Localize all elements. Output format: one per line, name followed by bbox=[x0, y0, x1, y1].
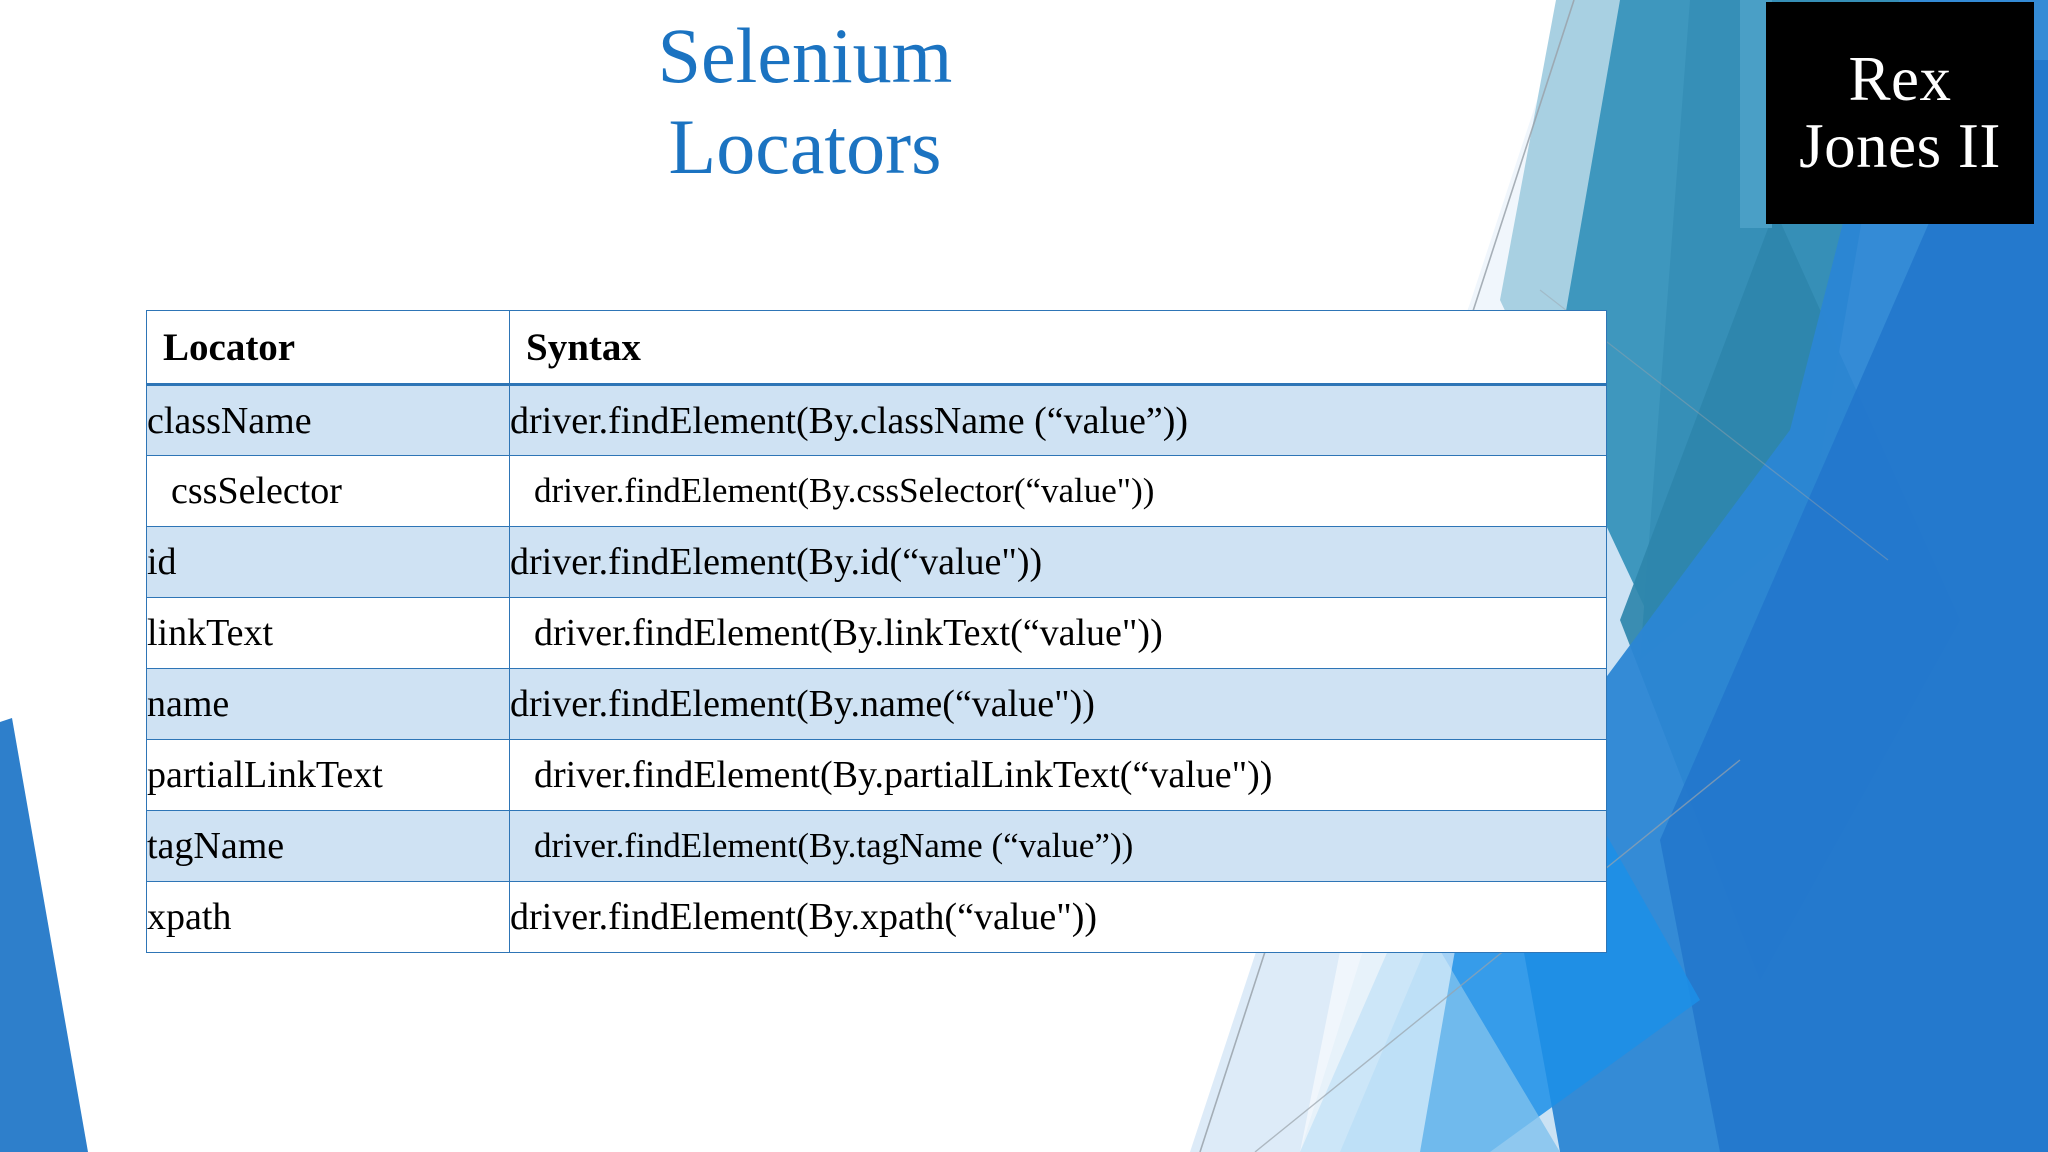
cell-syntax: driver.findElement(By.tagName (“value”)) bbox=[509, 810, 1607, 882]
cell-syntax: driver.findElement(By.name(“value")) bbox=[509, 668, 1607, 740]
cell-syntax: driver.findElement(By.partialLinkText(“v… bbox=[509, 739, 1607, 811]
table-row: name driver.findElement(By.name(“value")… bbox=[146, 668, 1607, 740]
table-row: partialLinkText driver.findElement(By.pa… bbox=[146, 739, 1607, 811]
table-row: linkText driver.findElement(By.linkText(… bbox=[146, 597, 1607, 669]
table-row: className driver.findElement(By.classNam… bbox=[146, 384, 1607, 456]
table-row: id driver.findElement(By.id(“value")) bbox=[146, 526, 1607, 598]
brand-logo: Rex Jones II bbox=[1766, 2, 2034, 224]
cell-locator: tagName bbox=[146, 810, 510, 882]
column-header-syntax: Syntax bbox=[509, 310, 1607, 386]
table-row: xpath driver.findElement(By.xpath(“value… bbox=[146, 881, 1607, 953]
cell-locator: partialLinkText bbox=[146, 739, 510, 811]
table-body: className driver.findElement(By.classNam… bbox=[146, 384, 1607, 953]
cell-locator: id bbox=[146, 526, 510, 598]
table-row: cssSelector driver.findElement(By.cssSel… bbox=[146, 455, 1607, 527]
cell-syntax: driver.findElement(By.linkText(“value")) bbox=[509, 597, 1607, 669]
cell-syntax: driver.findElement(By.cssSelector(“value… bbox=[509, 455, 1607, 527]
table-header: Locator Syntax bbox=[146, 310, 1607, 386]
cell-locator: xpath bbox=[146, 881, 510, 953]
table-row: tagName driver.findElement(By.tagName (“… bbox=[146, 810, 1607, 882]
cell-syntax: driver.findElement(By.id(“value")) bbox=[509, 526, 1607, 598]
selenium-locators-table: Locator Syntax className driver.findElem… bbox=[146, 310, 1607, 953]
column-header-locator: Locator bbox=[146, 310, 510, 386]
left-wedge-shape bbox=[0, 718, 88, 1152]
cell-syntax: driver.findElement(By.xpath(“value")) bbox=[509, 881, 1607, 953]
table-header-row: Locator Syntax bbox=[146, 310, 1607, 386]
page-title: Selenium Locators bbox=[300, 10, 1310, 193]
brand-logo-line-2: Jones II bbox=[1799, 111, 2001, 181]
cell-syntax: driver.findElement(By.className (“value”… bbox=[509, 384, 1607, 456]
cell-locator: name bbox=[146, 668, 510, 740]
page-title-line-1: Selenium bbox=[657, 12, 953, 99]
page-title-line-2: Locators bbox=[668, 103, 942, 191]
cell-locator: cssSelector bbox=[146, 455, 510, 527]
cell-locator: linkText bbox=[146, 597, 510, 669]
brand-logo-line-1: Rex bbox=[1848, 44, 1952, 115]
cell-locator: className bbox=[146, 384, 510, 456]
teal-facet-shape-3 bbox=[1620, 210, 1960, 980]
